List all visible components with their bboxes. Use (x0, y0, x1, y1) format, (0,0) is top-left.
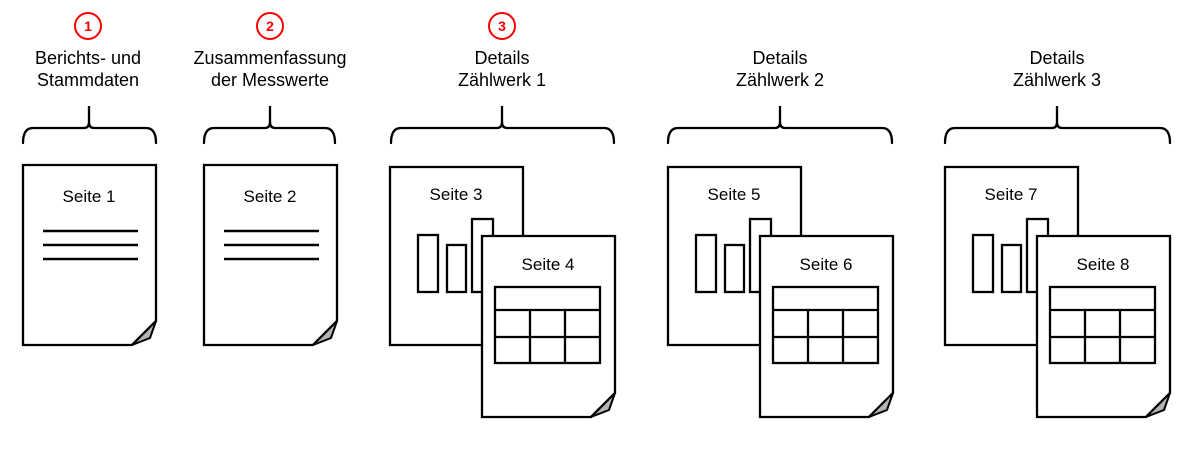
group-label-line1: Details (1029, 48, 1084, 68)
page-seite-8: Seite 8 (1035, 234, 1172, 419)
page-seite-4: Seite 4 (480, 234, 617, 419)
page-title: Seite 4 (522, 255, 575, 274)
page-title: Seite 8 (1077, 255, 1130, 274)
folded-corner (868, 392, 894, 418)
group-label-line1: Berichts- und (35, 48, 141, 68)
page-title: Seite 6 (800, 255, 853, 274)
page-title: Seite 5 (708, 185, 761, 204)
bar (723, 243, 746, 294)
document-text-lines (43, 229, 138, 261)
folded-corner (312, 320, 338, 346)
document-text-lines (224, 229, 319, 261)
group-berichts-und-stammdaten: 1 Berichts- und Stammdaten Seite 1 (21, 12, 158, 347)
group-label-line2: der Messwerte (211, 70, 329, 90)
table-border (1048, 285, 1157, 365)
group-label-line2: Zählwerk 1 (458, 70, 546, 90)
group-details-zaehlwerk-2: Details Zählwerk 2 Seite 5 Seite 6 (666, 48, 895, 419)
table-row-lines (495, 308, 600, 339)
table-column-lines (1083, 310, 1122, 363)
brace (21, 106, 158, 145)
folded-corner (590, 392, 616, 418)
table-column-lines (528, 310, 567, 363)
brace (202, 106, 337, 145)
bar (694, 233, 718, 294)
page-seite-2: Seite 2 (202, 163, 339, 347)
group-details-zaehlwerk-1: 3 Details Zählwerk 1 Seite 3 Seite 4 (388, 12, 617, 419)
table-glyph (771, 285, 880, 365)
brace (389, 106, 616, 145)
brace (943, 106, 1172, 145)
step-badge-circle-2 (256, 12, 284, 40)
step-badge-circle-3 (488, 12, 516, 40)
bar (1000, 243, 1023, 294)
page-title: Seite 1 (63, 187, 116, 206)
group-label-line1: Details (474, 48, 529, 68)
group-details-zaehlwerk-3: Details Zählwerk 3 Seite 7 Seite 8 (943, 48, 1172, 419)
page-title: Seite 3 (430, 185, 483, 204)
table-row-lines (773, 308, 878, 339)
bar (416, 233, 440, 294)
step-badge-number-3: 3 (498, 18, 506, 34)
page-title: Seite 7 (985, 185, 1038, 204)
page-title: Seite 2 (244, 187, 297, 206)
table-border (771, 285, 880, 365)
bar (971, 233, 995, 294)
group-label-line2: Zählwerk 3 (1013, 70, 1101, 90)
group-label-line2: Zählwerk 2 (736, 70, 824, 90)
table-glyph (493, 285, 602, 365)
group-label-line2: Stammdaten (37, 70, 139, 90)
folded-corner (131, 320, 157, 346)
bar (445, 243, 468, 294)
group-label-line1: Details (752, 48, 807, 68)
page-seite-1: Seite 1 (21, 163, 158, 347)
table-column-lines (806, 310, 845, 363)
group-zusammenfassung: 2 Zusammenfassung der Messwerte Seite 2 (193, 12, 347, 347)
group-label-line1: Zusammenfassung (193, 48, 346, 68)
page-seite-6: Seite 6 (758, 234, 895, 419)
step-badge-circle-1 (74, 12, 102, 40)
step-badge-number-2: 2 (266, 18, 274, 34)
step-badge-number-1: 1 (84, 18, 92, 34)
folded-corner (1145, 392, 1171, 418)
table-glyph (1048, 285, 1157, 365)
table-border (493, 285, 602, 365)
table-row-lines (1050, 308, 1155, 339)
brace (666, 106, 894, 145)
